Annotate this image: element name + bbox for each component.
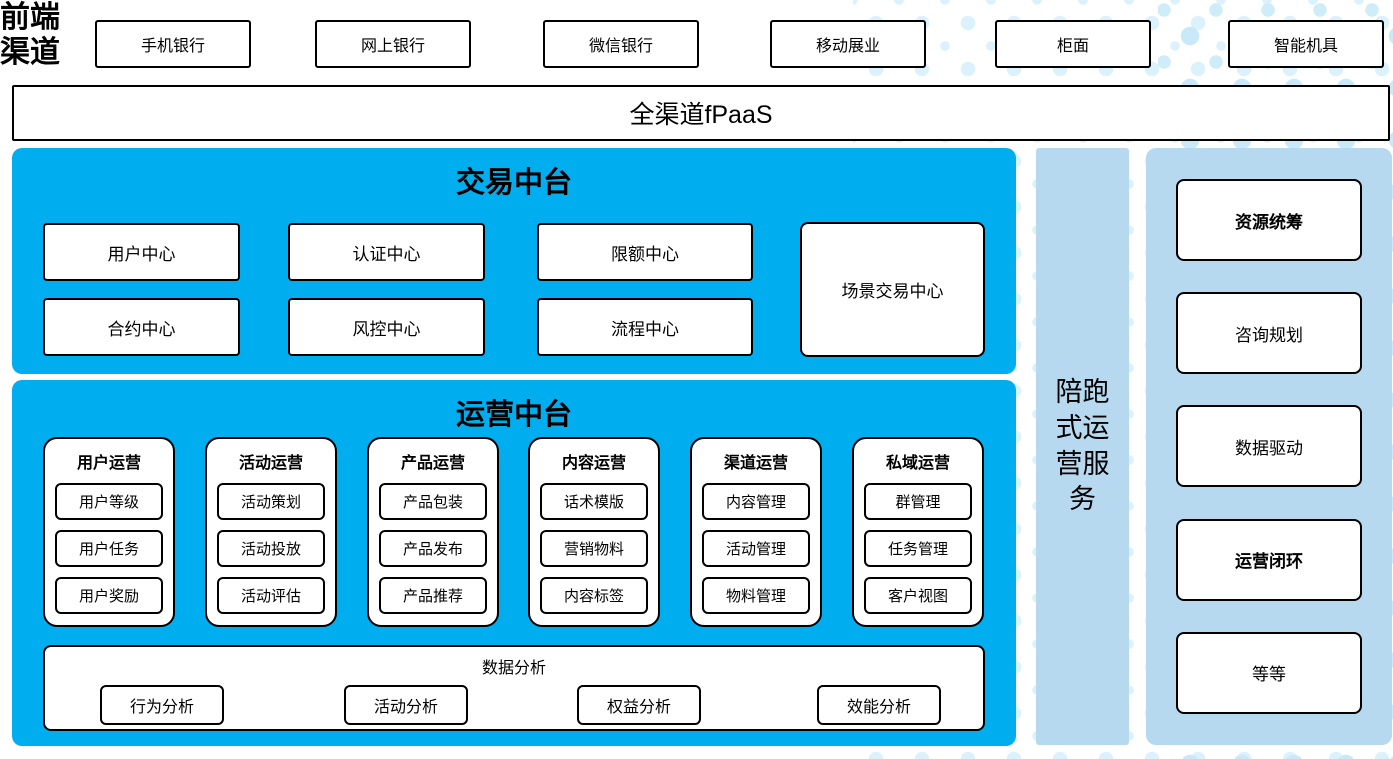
channel-box-smart-devices: 智能机具 xyxy=(1228,20,1384,68)
analysis-box-efficiency: 效能分析 xyxy=(817,685,941,725)
channel-box-mobile-sales: 移动展业 xyxy=(770,20,926,68)
channel-box-mobile-banking: 手机银行 xyxy=(95,20,251,68)
trade-box-process-center: 流程中心 xyxy=(537,298,753,356)
ops-group-private-domain: 私域运营 群管理 任务管理 客户视图 xyxy=(852,437,984,627)
service-box-resource-planning: 资源统筹 xyxy=(1176,179,1362,262)
ops-group-title: 私域运营 xyxy=(885,455,950,472)
accompany-service-column: 陪跑式运营服务 xyxy=(1036,148,1129,745)
trade-platform-panel: 交易中台 用户中心 认证中心 限额中心 合约中心 风控中心 流程中心 场景交易中… xyxy=(12,148,1016,374)
ops-group-item: 产品推荐 xyxy=(379,577,487,614)
data-analysis-title: 数据分析 xyxy=(481,660,546,677)
ops-group-item: 活动投放 xyxy=(217,530,325,567)
trade-box-scene-trade-center: 场景交易中心 xyxy=(800,222,985,357)
ops-group-title: 用户运营 xyxy=(76,455,141,472)
service-box-etc: 等等 xyxy=(1176,631,1362,714)
ops-group-item: 产品包装 xyxy=(379,483,487,520)
ops-group-channel: 渠道运营 内容管理 活动管理 物料管理 xyxy=(690,437,822,627)
ops-group-item: 用户奖励 xyxy=(55,577,163,614)
service-box-ops-loop: 运营闭环 xyxy=(1176,518,1362,601)
fpaas-banner: 全渠道fPaaS xyxy=(12,85,1390,141)
ops-group-item: 内容管理 xyxy=(702,483,810,520)
ops-group-product: 产品运营 产品包装 产品发布 产品推荐 xyxy=(367,437,499,627)
service-box-data-driven: 数据驱动 xyxy=(1176,405,1362,488)
accompany-service-label: 陪跑式运营服务 xyxy=(1055,377,1110,515)
ops-group-user: 用户运营 用户等级 用户任务 用户奖励 xyxy=(43,437,175,627)
ops-group-item: 营销物料 xyxy=(540,530,648,567)
service-box-consulting: 咨询规划 xyxy=(1176,292,1362,375)
ops-group-item: 活动评估 xyxy=(217,577,325,614)
analysis-box-activity: 活动分析 xyxy=(344,685,468,725)
trade-box-limit-center: 限额中心 xyxy=(537,223,753,281)
channel-box-counter: 柜面 xyxy=(995,20,1151,68)
front-channels-label: 前端渠道 xyxy=(0,1,60,70)
ops-group-item: 用户等级 xyxy=(55,483,163,520)
ops-group-title: 渠道运营 xyxy=(723,455,788,472)
ops-group-title: 活动运营 xyxy=(238,455,303,472)
analysis-box-behavior: 行为分析 xyxy=(100,685,224,725)
analysis-box-rights: 权益分析 xyxy=(577,685,701,725)
trade-platform-title: 交易中台 xyxy=(455,167,572,199)
ops-group-item: 活动管理 xyxy=(702,530,810,567)
ops-group-item: 用户任务 xyxy=(55,530,163,567)
trade-box-risk-center: 风控中心 xyxy=(288,298,485,356)
ops-group-item: 客户视图 xyxy=(864,577,972,614)
channel-box-online-banking: 网上银行 xyxy=(315,20,471,68)
ops-platform-panel: 运营中台 用户运营 用户等级 用户任务 用户奖励 活动运营 活动策划 活动投放 … xyxy=(12,380,1016,746)
trade-box-auth-center: 认证中心 xyxy=(288,223,485,281)
ops-group-item: 群管理 xyxy=(864,483,972,520)
ops-group-title: 内容运营 xyxy=(561,455,626,472)
ops-group-item: 产品发布 xyxy=(379,530,487,567)
ops-group-activity: 活动运营 活动策划 活动投放 活动评估 xyxy=(205,437,337,627)
data-analysis-panel: 数据分析 行为分析 活动分析 权益分析 效能分析 xyxy=(43,645,985,731)
service-column: 资源统筹 咨询规划 数据驱动 运营闭环 等等 xyxy=(1146,148,1392,745)
ops-group-item: 物料管理 xyxy=(702,577,810,614)
ops-group-item: 话术模版 xyxy=(540,483,648,520)
trade-box-contract-center: 合约中心 xyxy=(43,298,240,356)
ops-group-content: 内容运营 话术模版 营销物料 内容标签 xyxy=(528,437,660,627)
ops-group-item: 内容标签 xyxy=(540,577,648,614)
ops-group-title: 产品运营 xyxy=(400,455,465,472)
ops-group-item: 任务管理 xyxy=(864,530,972,567)
ops-platform-title: 运营中台 xyxy=(455,399,572,431)
trade-box-user-center: 用户中心 xyxy=(43,223,240,281)
ops-group-item: 活动策划 xyxy=(217,483,325,520)
channel-box-wechat-banking: 微信银行 xyxy=(543,20,699,68)
